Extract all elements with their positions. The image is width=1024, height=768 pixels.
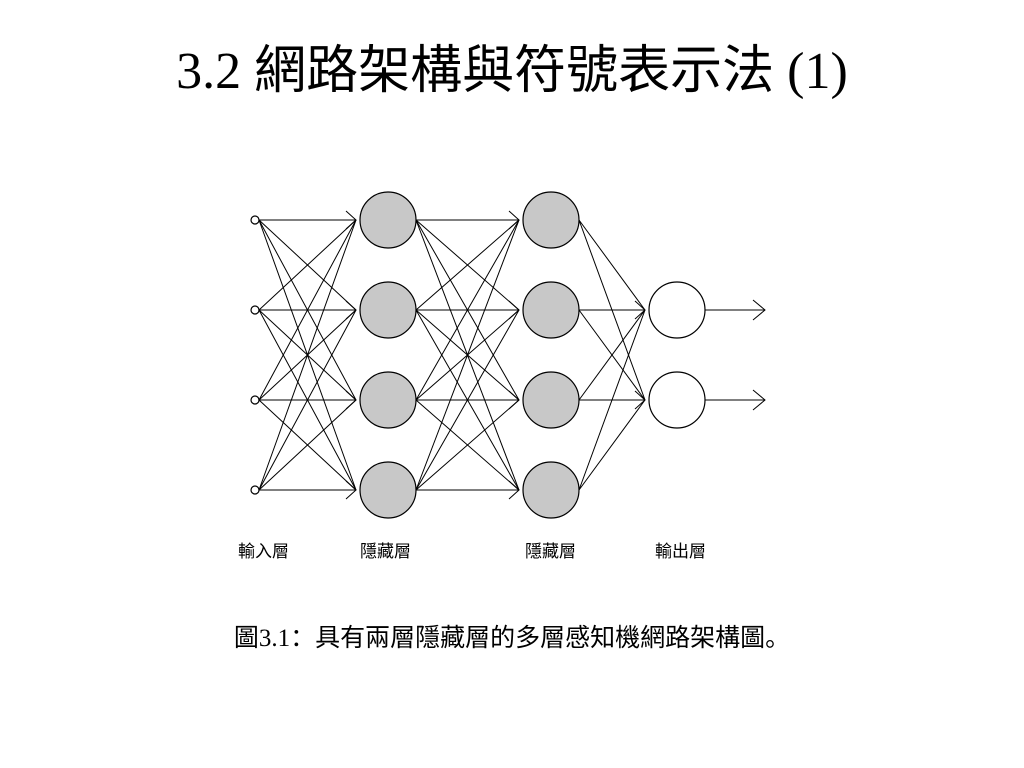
input-node bbox=[250, 395, 260, 405]
output-node bbox=[648, 281, 706, 339]
connection-line bbox=[578, 309, 646, 401]
hidden-node bbox=[522, 281, 580, 339]
connection-line bbox=[578, 309, 646, 491]
output-arrowhead bbox=[752, 389, 766, 411]
connection-line bbox=[258, 219, 357, 311]
hidden-node bbox=[359, 371, 417, 429]
figure-caption: 圖3.1：具有兩層隱藏層的多層感知機網路架構圖。 bbox=[233, 625, 791, 652]
network-nodes bbox=[250, 191, 706, 519]
connection-line bbox=[415, 399, 520, 491]
hidden-node bbox=[359, 461, 417, 519]
output-arrowhead bbox=[752, 299, 766, 321]
arrowhead bbox=[345, 300, 357, 320]
input-node bbox=[250, 215, 260, 225]
output-node bbox=[648, 371, 706, 429]
hidden-node bbox=[522, 191, 580, 249]
layer-label-hidden-1: 隱藏層 bbox=[360, 542, 411, 562]
hidden-node bbox=[359, 191, 417, 249]
arrowhead bbox=[508, 390, 520, 410]
connection-line bbox=[258, 219, 357, 491]
layer-label-input: 輸入層 bbox=[238, 542, 289, 562]
arrowhead bbox=[345, 210, 357, 230]
arrowhead bbox=[508, 480, 520, 500]
connection-line bbox=[258, 309, 357, 491]
arrowhead bbox=[345, 480, 357, 500]
connection-lines bbox=[258, 210, 646, 500]
connection-line bbox=[258, 399, 357, 491]
arrowhead bbox=[508, 300, 520, 320]
connection-line bbox=[578, 219, 646, 311]
connection-line bbox=[415, 219, 520, 491]
arrowhead bbox=[634, 300, 646, 320]
hidden-node bbox=[359, 281, 417, 339]
layer-label-output: 輸出層 bbox=[655, 542, 706, 562]
arrowhead bbox=[634, 390, 646, 410]
layer-label-hidden-2: 隱藏層 bbox=[525, 542, 576, 562]
arrowhead bbox=[508, 210, 520, 230]
slide-title: 3.2 網路架構與符號表示法 (1) bbox=[176, 43, 848, 100]
connection-line bbox=[415, 219, 520, 401]
input-node bbox=[250, 305, 260, 315]
input-node bbox=[250, 485, 260, 495]
hidden-node bbox=[522, 371, 580, 429]
connection-line bbox=[415, 219, 520, 311]
output-arrows bbox=[705, 299, 766, 411]
hidden-node bbox=[522, 461, 580, 519]
connection-line bbox=[415, 309, 520, 491]
connection-line bbox=[258, 219, 357, 401]
arrowhead bbox=[345, 390, 357, 410]
connection-line bbox=[578, 399, 646, 491]
